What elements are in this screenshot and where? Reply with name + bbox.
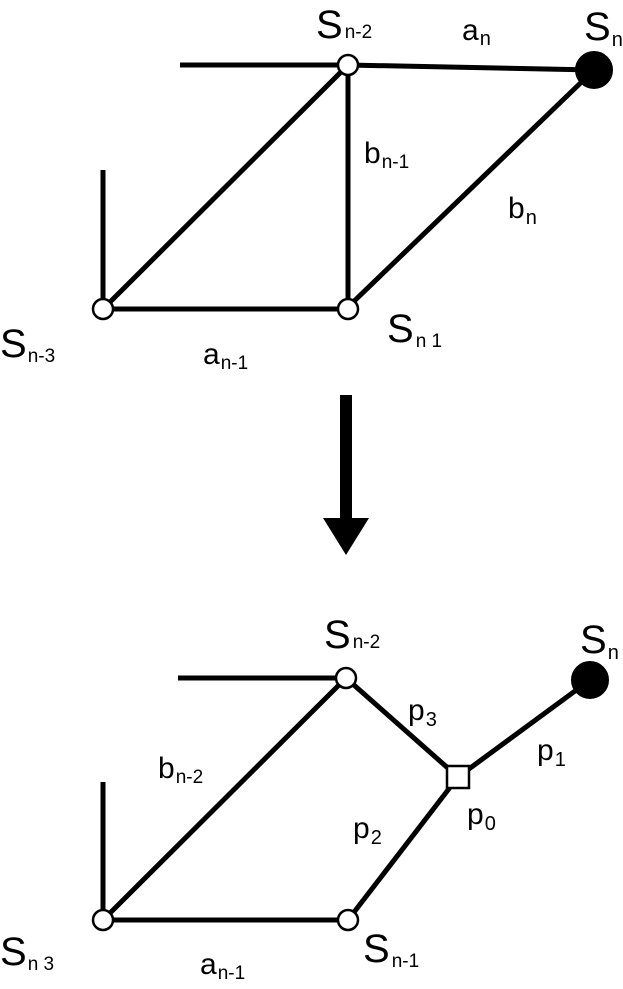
arrow-shaft (340, 395, 352, 523)
bottom-label-s-n-3: Sn 3 (0, 930, 54, 975)
top-label-b-n: bn (508, 192, 537, 229)
transform-arrow (323, 395, 369, 555)
bottom-label-p3: p3 (408, 694, 437, 731)
top-node-s-n (575, 51, 613, 89)
bottom-edge-p2 (346, 775, 460, 922)
bottom-label-p2: p2 (353, 812, 382, 849)
bottom-edge-p1 (456, 677, 592, 780)
top-label-b-n-1: bn-1 (364, 137, 409, 173)
bottom-label-p0: p0 (467, 798, 496, 835)
top-edge-diagonal (101, 63, 350, 311)
bottom-node-s-n-3 (91, 908, 115, 932)
bottom-node-s-n-2 (334, 666, 358, 690)
bottom-edge-b-n-2 (101, 676, 348, 922)
top-edge-b-n (346, 68, 596, 309)
bottom-label-b-n-2: bn-2 (158, 752, 203, 788)
top-label-s-n: Sn (584, 5, 623, 51)
bottom-node-s-n (571, 661, 609, 699)
bottom-node-p0 (445, 764, 471, 790)
arrow-head-icon (323, 518, 369, 555)
top-node-s-n-2 (336, 53, 360, 77)
bottom-edge-p3 (344, 676, 460, 779)
top-node-s-n-1 (336, 297, 360, 321)
top-node-s-n-3 (91, 297, 115, 321)
top-label-s-n-3: Sn-3 (0, 322, 55, 367)
bottom-label-s-n: Sn (580, 618, 619, 664)
top-label-a-n: an (462, 14, 491, 50)
top-edge-a-n (347, 62, 595, 73)
top-label-a-n-1: an-1 (203, 338, 248, 374)
bottom-label-p1: p1 (537, 734, 566, 771)
bottom-label-a-n-1: an-1 (200, 948, 245, 984)
bottom-node-s-n-1 (336, 908, 360, 932)
